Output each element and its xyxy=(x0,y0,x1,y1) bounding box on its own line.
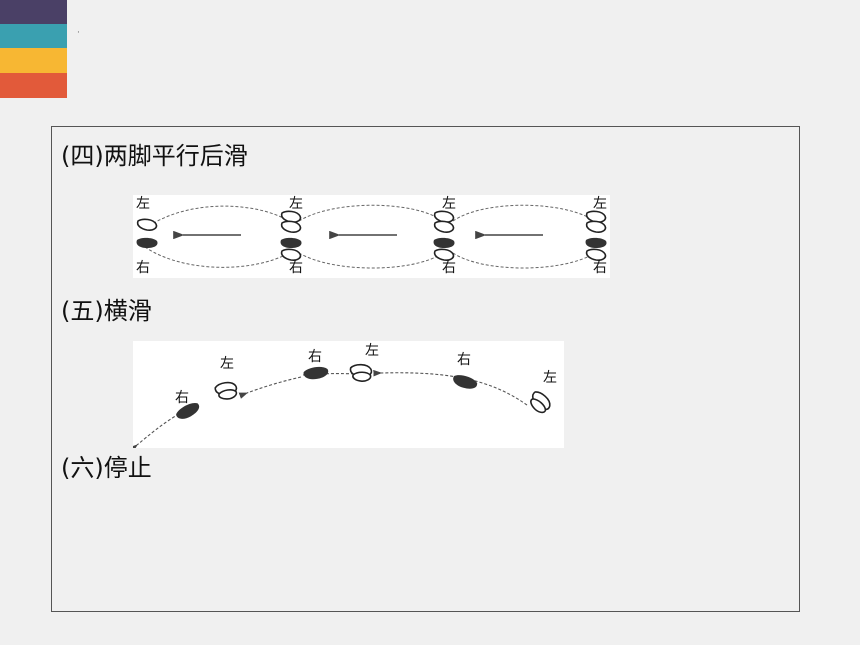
left-foot-icon xyxy=(525,388,554,417)
accent-stripe-purple xyxy=(0,0,67,24)
side-glide-diagram: 左 右 左 右 左 右 xyxy=(133,341,564,448)
left-foot-icon xyxy=(585,210,607,223)
left-label: 左 xyxy=(543,370,557,386)
left-foot-icon xyxy=(585,220,607,233)
section-4-title: (四)两脚平行后滑 xyxy=(61,142,248,170)
right-foot-icon xyxy=(433,237,455,248)
left-foot-icon xyxy=(213,379,240,403)
left-foot-icon xyxy=(136,218,158,231)
left-foot-icon xyxy=(280,210,302,223)
right-foot-icon xyxy=(451,373,479,392)
right-label: 右 xyxy=(457,352,471,368)
right-label: 右 xyxy=(593,260,607,276)
left-label: 左 xyxy=(365,343,379,359)
right-foot-icon xyxy=(585,248,607,261)
left-label: 左 xyxy=(289,196,303,212)
right-label: 右 xyxy=(289,260,303,276)
right-label: 右 xyxy=(308,349,322,365)
right-foot-icon xyxy=(280,237,302,248)
accent-stripe-orange xyxy=(0,73,67,98)
parallel-backward-glide-diagram: 左 右 左 右 左 右 左 右 xyxy=(133,195,610,278)
accent-stripe-teal xyxy=(0,24,67,48)
right-foot-icon xyxy=(280,248,302,261)
right-foot-icon xyxy=(136,237,158,248)
left-label: 左 xyxy=(442,196,456,212)
content-frame: (四)两脚平行后滑 xyxy=(51,126,800,612)
section-6-title: (六)停止 xyxy=(61,454,152,482)
left-foot-icon xyxy=(433,210,455,223)
left-label: 左 xyxy=(136,196,150,212)
left-foot-icon xyxy=(433,220,455,233)
left-foot-icon xyxy=(349,362,374,383)
right-foot-icon xyxy=(585,237,607,248)
right-label: 右 xyxy=(136,260,150,276)
left-label: 左 xyxy=(593,196,607,212)
left-label: 左 xyxy=(220,356,234,372)
accent-stripe-yellow xyxy=(0,48,67,73)
decor-dot: · xyxy=(77,28,80,38)
right-label: 右 xyxy=(442,260,456,276)
section-5-title: (五)横滑 xyxy=(61,297,152,325)
right-foot-icon xyxy=(302,365,330,382)
left-foot-icon xyxy=(280,220,302,233)
right-foot-icon xyxy=(433,248,455,261)
right-label: 右 xyxy=(175,390,189,406)
